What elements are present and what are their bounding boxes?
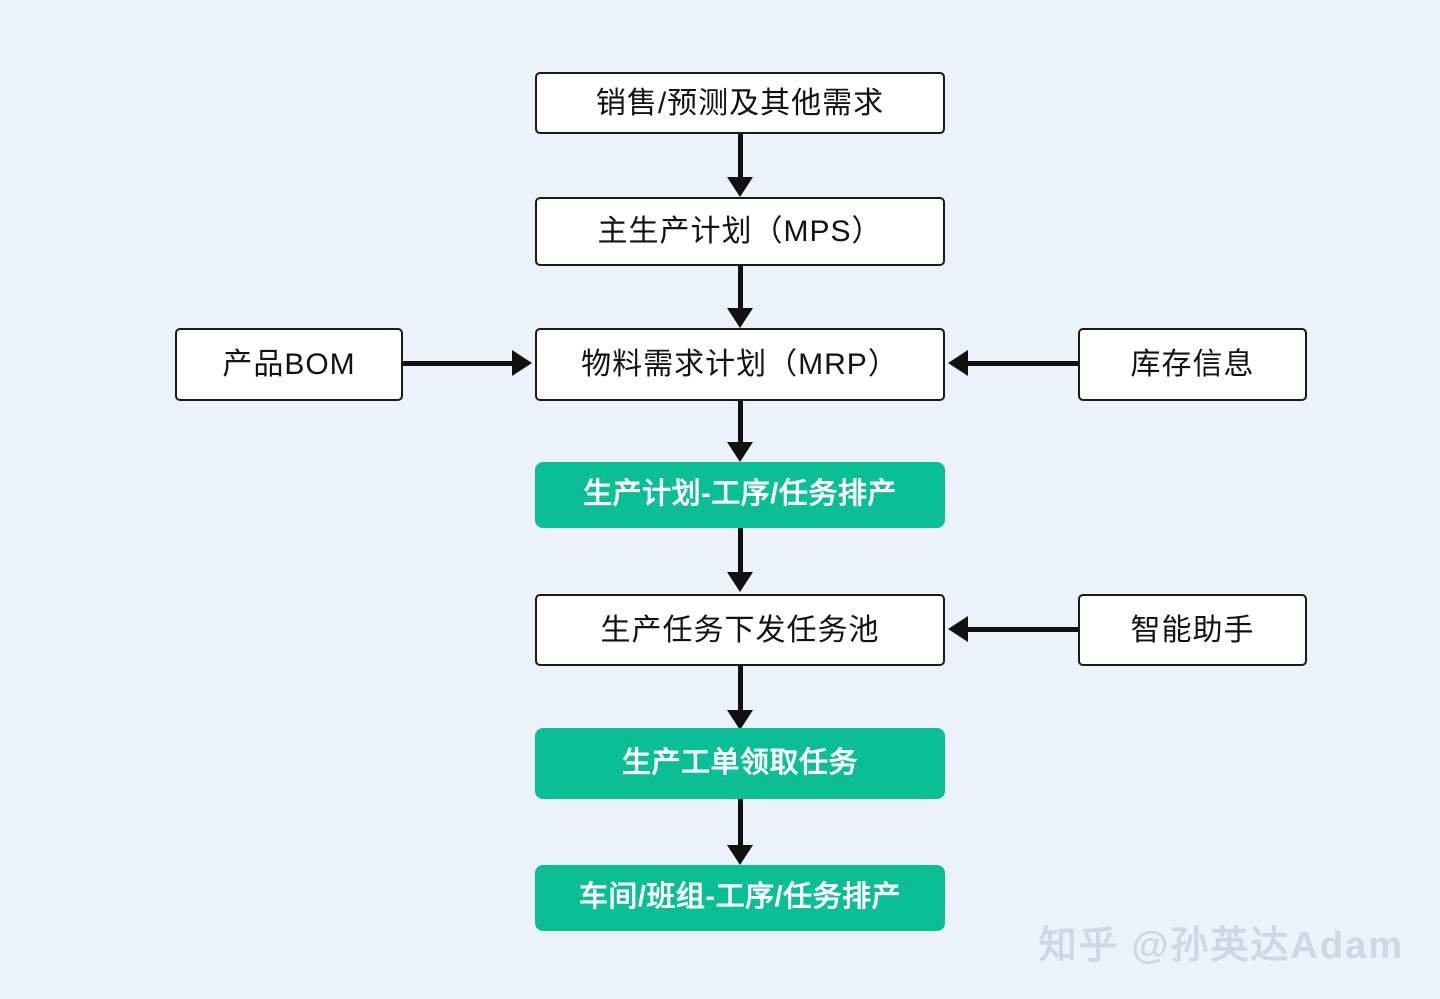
node-demand-label: 销售/预测及其他需求 <box>595 86 885 120</box>
arrowhead-demand-to-mps <box>727 177 753 197</box>
node-bom[interactable]: 产品BOM <box>175 328 403 401</box>
arrowhead-task-pool-to-workorder <box>727 710 753 730</box>
connector-mps-to-mrp <box>738 265 743 311</box>
node-workshop[interactable]: 车间/班组-工序/任务排产 <box>535 865 945 931</box>
arrowhead-workorder-to-workshop <box>727 845 753 865</box>
node-mrp-label: 物料需求计划（MRP） <box>581 348 899 381</box>
node-workorder[interactable]: 生产工单领取任务 <box>535 728 945 799</box>
node-workshop-label: 车间/班组-工序/任务排产 <box>578 881 902 914</box>
node-mrp[interactable]: 物料需求计划（MRP） <box>535 328 945 401</box>
connector-task-pool-to-workorder <box>738 665 743 713</box>
connector-inventory-to-mrp <box>968 361 1080 366</box>
connector-mrp-to-plan-schedule <box>738 400 743 445</box>
arrowhead-plan-schedule-to-task-pool <box>727 572 753 592</box>
connector-bom-to-mrp <box>402 361 514 366</box>
node-demand[interactable]: 销售/预测及其他需求 <box>535 72 945 134</box>
node-task-pool-label: 生产任务下发任务池 <box>600 613 880 647</box>
node-mps[interactable]: 主生产计划（MPS） <box>535 197 945 266</box>
node-mps-label: 主生产计划（MPS） <box>597 215 883 248</box>
arrowhead-assistant-to-task-pool <box>948 616 968 642</box>
node-inventory[interactable]: 库存信息 <box>1078 328 1307 401</box>
connector-workorder-to-workshop <box>738 798 743 846</box>
node-task-pool[interactable]: 生产任务下发任务池 <box>535 594 945 666</box>
node-workorder-label: 生产工单领取任务 <box>621 746 858 779</box>
connector-plan-schedule-to-task-pool <box>738 527 743 575</box>
arrowhead-inventory-to-mrp <box>948 350 968 376</box>
node-plan-schedule-label: 生产计划-工序/任务排产 <box>583 478 897 511</box>
arrowhead-mps-to-mrp <box>727 308 753 328</box>
node-assistant[interactable]: 智能助手 <box>1078 594 1307 666</box>
connector-demand-to-mps <box>738 133 743 180</box>
watermark: 知乎 @孙英达Adam <box>1038 925 1404 967</box>
node-assistant-label: 智能助手 <box>1130 613 1255 647</box>
node-bom-label: 产品BOM <box>222 348 356 381</box>
connector-assistant-to-task-pool <box>968 627 1080 632</box>
node-inventory-label: 库存信息 <box>1130 348 1255 381</box>
node-plan-schedule[interactable]: 生产计划-工序/任务排产 <box>535 462 945 528</box>
arrowhead-bom-to-mrp <box>512 350 532 376</box>
arrowhead-mrp-to-plan-schedule <box>727 442 753 462</box>
